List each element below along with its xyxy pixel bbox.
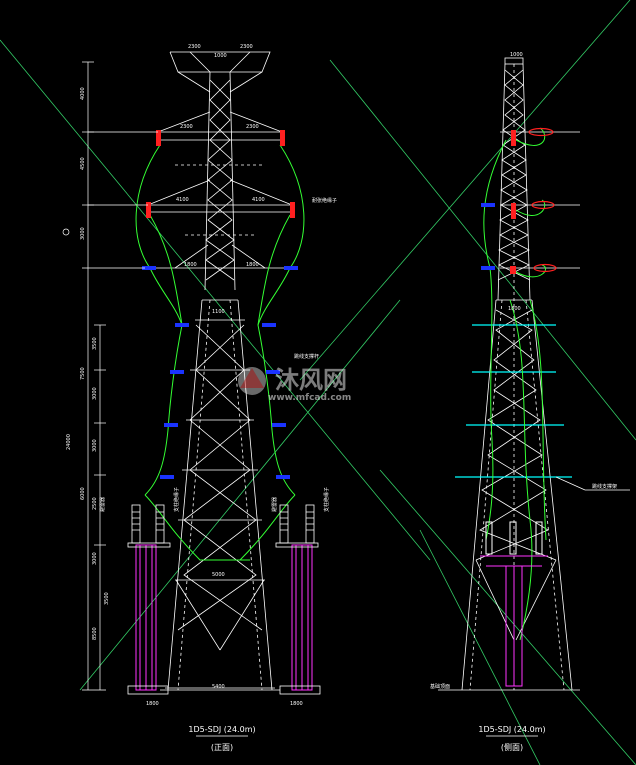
front-tower xyxy=(147,51,293,691)
side-dimension-texts: 1000 1800 跳线支撑架 基础顶面 xyxy=(430,52,617,690)
side-top-dim: 1000 xyxy=(510,52,523,58)
side-callout: 跳线支撑架 xyxy=(592,483,617,490)
side-view-label: (侧面) xyxy=(501,742,523,752)
front-callout-right: 避雷器 xyxy=(271,497,278,512)
front-left-dim-10: 8500 xyxy=(92,627,98,640)
front-left-dim-9: 3000 xyxy=(92,552,98,565)
front-callout-right2: 支柱绝缘子 xyxy=(323,487,330,512)
front-arm2-dim-left: 4100 xyxy=(176,197,189,203)
front-insulators xyxy=(146,130,295,218)
watermark-brand: 沐风网 xyxy=(275,366,347,394)
front-lower-dim-right: 1800 xyxy=(246,262,259,268)
front-lower-dim-left: 1800 xyxy=(184,262,197,268)
side-tower xyxy=(460,57,580,691)
watermark-logo-icon xyxy=(238,367,266,395)
front-dimension-texts: 2300 2300 1000 2300 2300 4100 4100 1800 … xyxy=(66,44,337,707)
front-callout-left: 避雷器 xyxy=(99,497,106,512)
side-insulators xyxy=(481,127,557,274)
front-foot-right-dim: 1800 xyxy=(290,701,303,707)
front-bushings xyxy=(127,504,321,695)
front-callout-arm: 耐张绝缘子 xyxy=(312,197,337,204)
front-left-dim-11: 3500 xyxy=(104,592,110,605)
front-supports xyxy=(135,544,313,691)
side-brackets xyxy=(455,324,572,478)
side-caption: 1D5-SDJ (24.0m) xyxy=(478,725,545,734)
front-left-dim-2: 3000 xyxy=(80,227,86,240)
front-top-dim-right: 2300 xyxy=(240,44,253,50)
front-total-dim: 24000 xyxy=(66,434,72,450)
front-waist-dim: 1100 xyxy=(212,309,225,315)
front-arm1-dim-right: 2300 xyxy=(246,124,259,130)
front-top-dim-left: 2300 xyxy=(188,44,201,50)
front-left-dimension xyxy=(62,61,158,691)
front-top-bar-dim: 1000 xyxy=(214,53,227,59)
front-callout-mid: 跳线支撑杆 xyxy=(294,353,319,360)
front-foot-left-dim: 1800 xyxy=(146,701,159,707)
side-leader xyxy=(438,476,630,691)
front-arm2-dim-right: 4100 xyxy=(252,197,265,203)
watermark-url: www.mfcad.com xyxy=(268,393,351,403)
front-left-dim-0: 4000 xyxy=(80,87,86,100)
front-left-dim-7: 6000 xyxy=(80,487,86,500)
front-left-dim-6: 3000 xyxy=(92,439,98,452)
watermark: 沐风网 www.mfcad.com xyxy=(238,366,351,403)
front-left-dim-3: 7500 xyxy=(80,367,86,380)
front-callout-left2: 支柱绝缘子 xyxy=(173,487,180,512)
front-view-label: (正面) xyxy=(211,743,233,752)
front-left-dim-4: 3500 xyxy=(92,337,98,350)
front-left-dim-1: 4500 xyxy=(80,157,86,170)
front-left-dim-8: 2500 xyxy=(92,497,98,510)
front-conductors xyxy=(135,144,305,561)
side-equipment xyxy=(480,521,548,687)
front-left-dim-5: 3000 xyxy=(92,387,98,400)
captions: 1D5-SDJ (24.0m) (正面) 1D5-SDJ (24.0m) (侧面… xyxy=(188,725,545,752)
front-bottom-dim: 5400 xyxy=(212,684,225,690)
front-caption: 1D5-SDJ (24.0m) xyxy=(188,725,255,734)
side-foot-label: 基础顶面 xyxy=(430,683,450,690)
front-arm1-dim-left: 2300 xyxy=(180,124,193,130)
front-hardware xyxy=(142,266,298,479)
side-conductors xyxy=(483,127,547,641)
front-base-dim: 5000 xyxy=(212,572,225,578)
side-waist-dim: 1800 xyxy=(508,306,521,312)
